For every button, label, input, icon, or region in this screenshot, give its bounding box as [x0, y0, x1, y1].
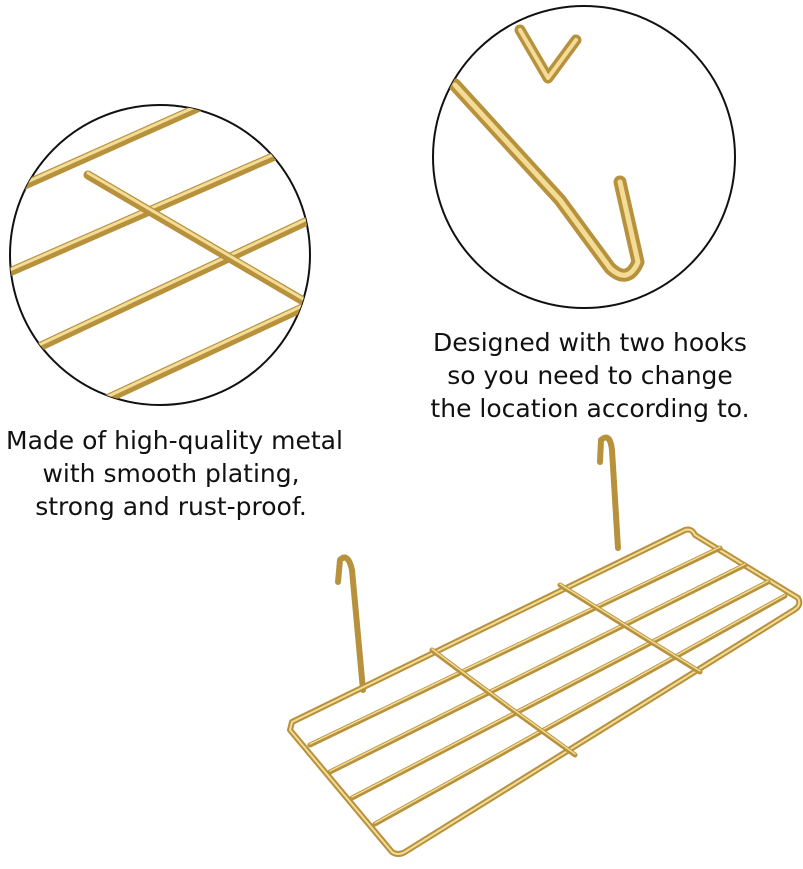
caption-hooks-line-3: the location according to. — [430, 394, 750, 423]
grid-cross-rods — [83, 170, 310, 310]
caption-material-line-2: with smooth plating, — [42, 459, 300, 488]
caption-material-line-1: Made of high-quality metal — [6, 426, 343, 455]
caption-material: Made of high-quality metal with smooth p… — [6, 424, 343, 523]
caption-hooks-line-1: Designed with two hooks — [433, 328, 747, 357]
shelf-hook-right — [597, 434, 621, 551]
wire-shelf — [287, 434, 803, 857]
caption-material-line-3: strong and rust-proof. — [35, 492, 307, 521]
caption-hooks-line-2: so you need to change — [447, 361, 733, 390]
shelf-hook-left — [335, 554, 366, 693]
zoom-circle-right — [432, 5, 736, 309]
shelf-long-rods — [307, 545, 788, 827]
shelf-cross-rods — [429, 582, 703, 758]
hook-detail-zoom — [432, 5, 736, 309]
caption-hooks: Designed with two hooks so you need to c… — [425, 326, 755, 425]
grid-detail-zoom — [9, 104, 311, 406]
